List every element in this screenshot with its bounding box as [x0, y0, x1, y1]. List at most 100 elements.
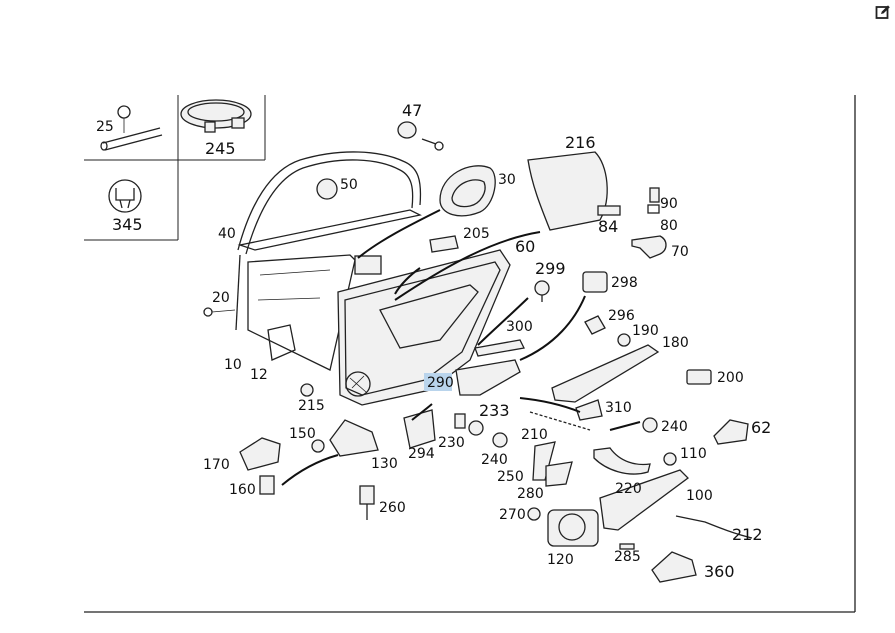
callout-298: 298 — [611, 275, 638, 291]
callout-labels: 25 245 345 47 50 30 216 90 80 84 70 40 2… — [96, 101, 771, 581]
part-245-clip — [180, 99, 252, 133]
callout-110: 110 — [680, 446, 707, 462]
part-70-handle — [631, 235, 667, 259]
part-290-switch-panel — [455, 359, 521, 396]
callout-290: 290 — [427, 375, 454, 391]
callout-296: 296 — [608, 308, 635, 324]
part-190-nut — [617, 333, 631, 347]
part-260-switch — [359, 485, 375, 520]
edit-icon — [875, 5, 890, 19]
part-205-clip — [429, 235, 459, 253]
part-280-trim — [545, 461, 573, 487]
callout-240a: 240 — [661, 419, 688, 435]
callout-294: 294 — [408, 446, 435, 462]
highlight-290 — [424, 373, 452, 391]
callout-250: 250 — [497, 469, 524, 485]
part-205-label — [354, 255, 382, 275]
part-120-speaker — [547, 509, 599, 547]
part-298-switch-housing — [582, 271, 608, 293]
edit-button[interactable] — [874, 3, 892, 21]
part-270-nut — [527, 507, 541, 521]
part-170-module — [239, 437, 281, 471]
part-50-plug — [316, 178, 338, 200]
callout-47: 47 — [402, 101, 422, 120]
part-300-strip — [474, 339, 525, 357]
part-200-switch — [686, 369, 712, 385]
callout-80: 80 — [660, 218, 678, 234]
callout-30: 30 — [498, 172, 516, 188]
callout-215: 215 — [298, 398, 325, 414]
callout-240b: 240 — [481, 452, 508, 468]
part-40-window-frame — [235, 151, 422, 331]
part-90-80-fastener — [647, 187, 660, 214]
callout-40: 40 — [218, 226, 236, 242]
callout-212: 212 — [732, 525, 763, 544]
part-240-screw — [492, 432, 508, 448]
part-215-nut — [300, 383, 314, 397]
part-30-handle-surround — [439, 165, 496, 217]
part-233-washer — [468, 420, 484, 436]
callout-205: 205 — [463, 226, 490, 242]
part-110-nut — [663, 452, 677, 466]
diagram-frame — [84, 95, 856, 613]
part-240-screw-2 — [642, 417, 658, 433]
callout-100: 100 — [686, 488, 713, 504]
part-62-cover — [713, 419, 749, 445]
callout-150: 150 — [289, 426, 316, 442]
callout-170: 170 — [203, 457, 230, 473]
part-210-rod — [529, 411, 591, 431]
part-296-clip — [584, 315, 606, 335]
part-47-grommet-screw — [397, 121, 444, 151]
part-250-trim — [532, 441, 556, 481]
callout-220: 220 — [615, 481, 642, 497]
part-230-clip — [454, 413, 466, 429]
part-212-rod — [675, 515, 753, 539]
callout-230: 230 — [438, 435, 465, 451]
callout-25: 25 — [96, 119, 114, 135]
part-360-bracket — [651, 551, 697, 583]
callout-20: 20 — [212, 290, 230, 306]
part-180-armrest — [551, 344, 660, 403]
callout-360: 360 — [704, 562, 735, 581]
callout-299: 299 — [535, 259, 566, 278]
part-25-rod — [100, 105, 163, 151]
callout-160: 160 — [229, 482, 256, 498]
part-216-pad — [527, 151, 608, 231]
part-84-clip — [597, 205, 621, 216]
callout-216: 216 — [565, 133, 596, 152]
part-160-plug — [259, 475, 275, 495]
callout-270: 270 — [499, 507, 526, 523]
callout-62: 62 — [751, 418, 771, 437]
callout-180: 180 — [662, 335, 689, 351]
assembly-arrows — [281, 209, 641, 486]
inset-boxes — [84, 95, 266, 241]
part-285-clip — [619, 543, 635, 550]
part-220-trim — [593, 447, 651, 475]
callout-70: 70 — [671, 244, 689, 260]
callout-120: 120 — [547, 552, 574, 568]
part-345-bracket — [108, 179, 142, 213]
callout-345: 345 — [112, 215, 143, 234]
part-310-cap — [575, 399, 603, 421]
callout-233: 233 — [479, 401, 510, 420]
callout-280: 280 — [517, 486, 544, 502]
callout-84: 84 — [598, 217, 618, 236]
callout-210: 210 — [521, 427, 548, 443]
part-294-grille — [403, 409, 436, 449]
callout-260: 260 — [379, 500, 406, 516]
callout-300: 300 — [506, 319, 533, 335]
callout-310: 310 — [605, 400, 632, 416]
part-299-screw — [534, 280, 550, 302]
callout-130: 130 — [371, 456, 398, 472]
part-130-bracket — [329, 419, 379, 457]
callout-12: 12 — [250, 367, 268, 383]
callout-10: 10 — [224, 357, 242, 373]
callout-245: 245 — [205, 139, 236, 158]
callout-200: 200 — [717, 370, 744, 386]
callout-90: 90 — [660, 196, 678, 212]
callout-285: 285 — [614, 549, 641, 565]
callout-190: 190 — [632, 323, 659, 339]
callout-60: 60 — [515, 237, 535, 256]
part-150-nut — [311, 439, 325, 453]
